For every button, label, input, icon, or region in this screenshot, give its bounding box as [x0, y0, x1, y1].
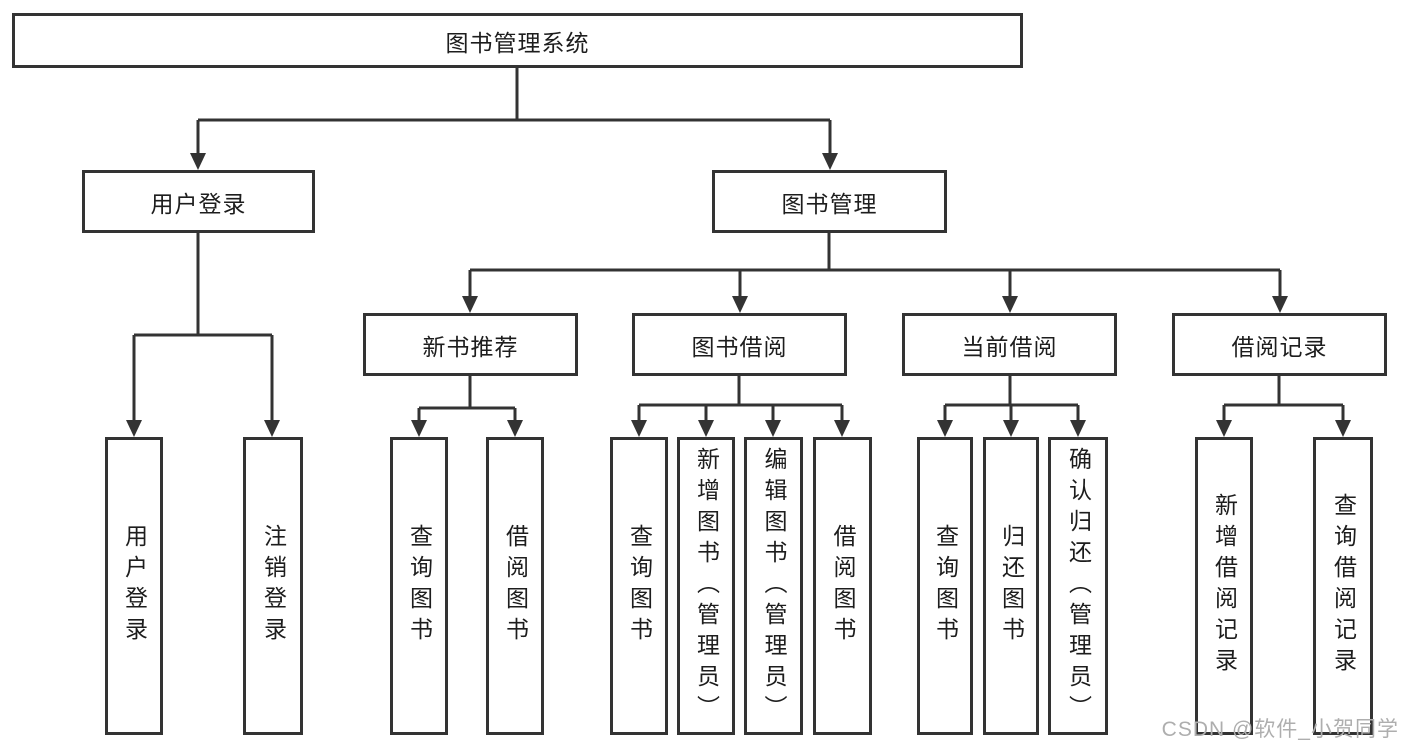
- leaf-add-books-admin: 新增图书（管理员）: [677, 437, 735, 735]
- node-label: 用户登录: [150, 190, 247, 217]
- node-label: 借阅图书: [502, 524, 529, 648]
- leaf-add-borrow-record: 新增借阅记录: [1195, 437, 1253, 735]
- connector-new-book-children: [411, 376, 523, 437]
- node-book-borrow: 图书借阅: [632, 313, 847, 376]
- node-label: 图书管理系统: [445, 29, 590, 56]
- connector-book-management-children: [462, 233, 1288, 313]
- node-label: 归还图书: [998, 524, 1025, 648]
- node-new-book-recommend: 新书推荐: [363, 313, 578, 376]
- leaf-query-books-2: 查询图书: [610, 437, 668, 735]
- node-label: 确认归还（管理员）: [1065, 446, 1092, 726]
- node-label: 新书推荐: [422, 333, 519, 360]
- node-label: 查询图书: [626, 524, 653, 648]
- connector-borrow-records-children: [1216, 376, 1351, 437]
- connector-user-login-children: [126, 233, 280, 437]
- connector-root-to-level2: [190, 68, 838, 170]
- leaf-borrow-books-1: 借阅图书: [486, 437, 544, 735]
- node-borrow-records: 借阅记录: [1172, 313, 1387, 376]
- node-label: 借阅图书: [830, 524, 856, 648]
- node-label: 注销登录: [260, 524, 287, 648]
- leaf-return-books: 归还图书: [983, 437, 1039, 735]
- node-label: 用户登录: [121, 524, 148, 648]
- leaf-query-borrow-record: 查询借阅记录: [1313, 437, 1373, 735]
- connector-current-borrow-children: [937, 376, 1086, 437]
- connector-book-borrow-children: [631, 376, 850, 437]
- node-label: 查询图书: [406, 524, 433, 648]
- leaf-logout: 注销登录: [243, 437, 303, 735]
- node-book-management: 图书管理: [712, 170, 947, 233]
- node-library-system: 图书管理系统: [12, 13, 1023, 68]
- leaf-query-books-1: 查询图书: [390, 437, 448, 735]
- node-label: 查询图书: [932, 524, 959, 648]
- node-user-login: 用户登录: [82, 170, 315, 233]
- node-label: 查询借阅记录: [1330, 493, 1357, 679]
- node-label: 编辑图书（管理员）: [761, 446, 787, 726]
- leaf-query-books-3: 查询图书: [917, 437, 973, 735]
- leaf-user-login: 用户登录: [105, 437, 163, 735]
- node-label: 图书管理: [781, 190, 878, 217]
- node-current-borrow: 当前借阅: [902, 313, 1117, 376]
- csdn-watermark: CSDN @软件_小贺同学: [1161, 718, 1399, 741]
- leaf-edit-books-admin: 编辑图书（管理员）: [744, 437, 803, 735]
- leaf-confirm-return-admin: 确认归还（管理员）: [1048, 437, 1108, 735]
- node-label: 图书借阅: [691, 333, 788, 360]
- node-label: 新增图书（管理员）: [693, 446, 720, 726]
- node-label: 当前借阅: [961, 333, 1058, 360]
- node-label: 新增借阅记录: [1211, 493, 1238, 679]
- leaf-borrow-books-2: 借阅图书: [813, 437, 872, 735]
- node-label: 借阅记录: [1231, 333, 1328, 360]
